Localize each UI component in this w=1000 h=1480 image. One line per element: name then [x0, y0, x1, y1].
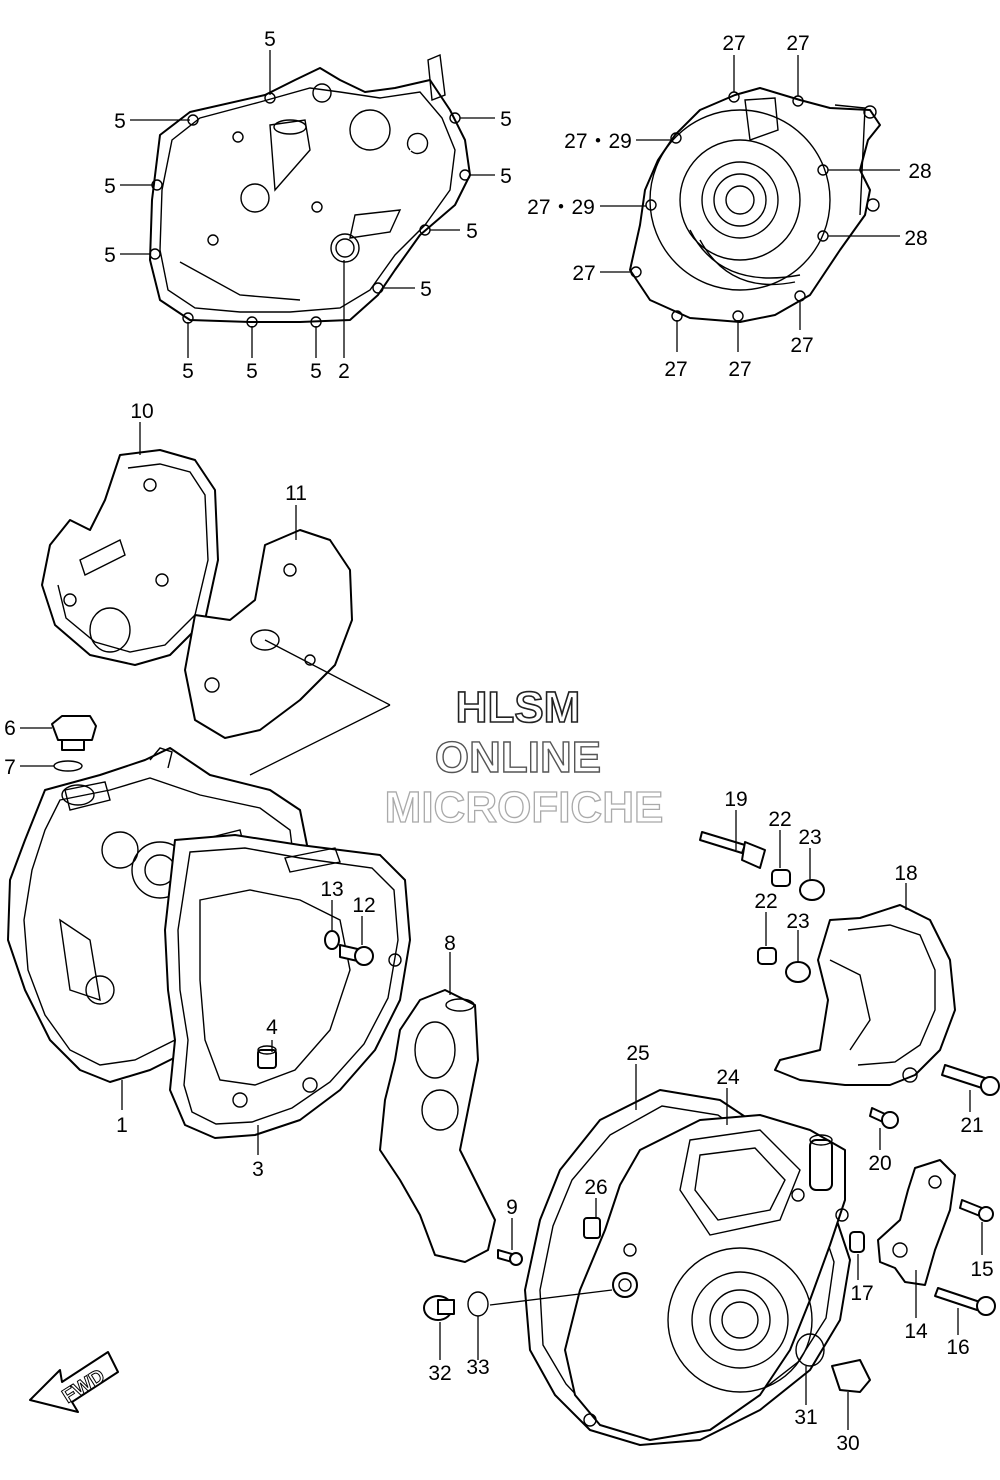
callout-10: 10: [130, 400, 153, 423]
part-16-bolt: [934, 1287, 996, 1316]
callout-13: 13: [320, 878, 343, 901]
callout-18: 18: [894, 862, 917, 885]
callout-32: 32: [428, 1362, 451, 1385]
part-21-bolt: [941, 1064, 1000, 1096]
part-9-bolt: [497, 1249, 523, 1266]
callout-5: 5: [420, 278, 432, 301]
callout-5: 5: [182, 360, 194, 383]
part-12-bolt: [339, 944, 374, 966]
part-23-damper-b: [785, 961, 811, 983]
callout-16: 16: [946, 1336, 969, 1359]
callout-7: 7: [4, 756, 16, 779]
part-6-oil-cap: [51, 715, 97, 751]
callout-5: 5: [264, 28, 276, 51]
callout-6: 6: [4, 717, 16, 740]
callout-28: 28: [904, 227, 927, 250]
callout-33: 33: [466, 1356, 489, 1379]
part-3-gasket: [164, 834, 411, 1139]
part-23-damper-a: [799, 879, 825, 901]
callout-5: 5: [500, 165, 512, 188]
callout-23: 23: [798, 826, 821, 849]
callout-12: 12: [352, 894, 375, 917]
part-7-o-ring: [53, 760, 83, 772]
part-11-plate: [184, 529, 353, 739]
callout-27-29: 27・29: [564, 130, 632, 153]
callout-22: 22: [754, 890, 777, 913]
callout-5: 5: [310, 360, 322, 383]
callout-26: 26: [584, 1176, 607, 1199]
callout-4: 4: [266, 1016, 278, 1039]
watermark-line-1: HLSM: [456, 683, 581, 732]
part-13-washer: [324, 930, 340, 950]
callout-3: 3: [252, 1158, 264, 1181]
part-4-dowel-pin: [257, 1045, 277, 1069]
callout-5: 5: [246, 360, 258, 383]
part-8-guide: [379, 989, 496, 1263]
callout-27: 27: [572, 262, 595, 285]
callout-30: 30: [836, 1432, 859, 1455]
callout-25: 25: [626, 1042, 649, 1065]
callout-27: 27: [722, 32, 745, 55]
part-18-guard: [774, 904, 956, 1086]
callout-31: 31: [794, 1406, 817, 1429]
callout-27: 27: [786, 32, 809, 55]
fwd-direction-arrow-icon: [29, 1351, 119, 1413]
part-33-gasket-ring: [467, 1291, 489, 1317]
part-19-stud: [699, 831, 766, 869]
callout-24: 24: [716, 1066, 740, 1089]
callout-5: 5: [500, 108, 512, 131]
part-30-plug: [831, 1359, 871, 1393]
callout-14: 14: [904, 1320, 928, 1343]
callout-22: 22: [768, 808, 791, 831]
callout-20: 20: [868, 1152, 891, 1175]
callout-labels: 5 5 5 5 5 5 5 2 5 5 5 5 27 27 27・29 27・2…: [4, 28, 994, 1455]
callout-27: 27: [728, 358, 751, 381]
callout-28: 28: [908, 160, 931, 183]
callout-11: 11: [285, 482, 307, 505]
callout-5: 5: [104, 244, 116, 267]
part-24-generator-cover: [564, 1114, 849, 1441]
leader-lines: [20, 50, 983, 1430]
callout-23: 23: [786, 910, 809, 933]
part-14-bracket: [877, 1159, 956, 1286]
part-17-collar: [849, 1231, 865, 1253]
callout-27: 27: [664, 358, 687, 381]
callout-17: 17: [850, 1282, 873, 1305]
part-31-o-ring: [795, 1333, 825, 1367]
callout-2: 2: [338, 360, 350, 383]
callout-21: 21: [960, 1114, 983, 1137]
callout-5: 5: [114, 110, 126, 133]
watermark-line-3: MICROFICHE: [385, 783, 664, 832]
callout-9: 9: [506, 1196, 518, 1219]
part-22-collar-a: [771, 869, 791, 887]
part-26-dowel-pin: [583, 1217, 601, 1239]
generator-cover-outline-top: [629, 87, 881, 323]
callout-27-29: 27・29: [527, 196, 595, 219]
callout-19: 19: [724, 788, 747, 811]
clutch-cover-outline-top: [149, 53, 471, 328]
part-22-collar-b: [757, 947, 777, 965]
part-20-bolt: [869, 1107, 899, 1129]
callout-5: 5: [466, 220, 478, 243]
part-15-bolt: [959, 1199, 994, 1222]
callout-8: 8: [444, 932, 456, 955]
callout-15: 15: [970, 1258, 993, 1281]
watermark-line-2: ONLINE: [435, 733, 601, 782]
callout-1: 1: [116, 1114, 128, 1137]
part-32-plug: [423, 1295, 455, 1321]
callout-27: 27: [790, 334, 813, 357]
callout-5: 5: [104, 175, 116, 198]
